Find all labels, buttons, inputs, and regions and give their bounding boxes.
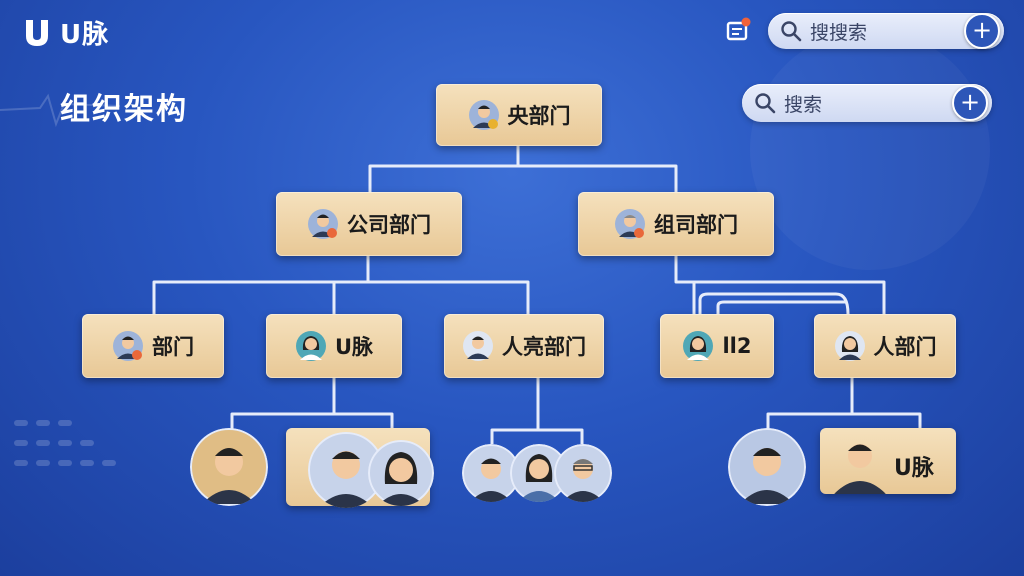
avatar-icon bbox=[615, 209, 645, 239]
u-logo-icon bbox=[26, 19, 48, 46]
org-node-people-dept[interactable]: 人部门 bbox=[814, 314, 956, 378]
avatar-icon bbox=[683, 331, 714, 361]
org-node-label: 人部门 bbox=[873, 335, 937, 359]
org-node-label: 组司部门 bbox=[654, 213, 738, 237]
member-avatar[interactable] bbox=[190, 428, 268, 506]
member-avatar[interactable] bbox=[554, 444, 612, 502]
avatar-icon bbox=[113, 331, 143, 361]
org-node-umai[interactable]: U脉 bbox=[266, 314, 402, 378]
member-avatar[interactable] bbox=[510, 444, 568, 502]
org-node-label: 部门 bbox=[152, 335, 194, 359]
avatar-icon bbox=[463, 331, 493, 361]
avatar-icon bbox=[468, 100, 499, 130]
app-logo[interactable]: U脉 bbox=[22, 14, 109, 51]
org-node-dept[interactable]: 部门 bbox=[82, 314, 224, 378]
org-node-label: U脉 bbox=[334, 335, 374, 359]
search-icon bbox=[781, 21, 802, 42]
org-node-hr-dept[interactable]: 人亮部门 bbox=[444, 314, 604, 378]
search-icon bbox=[755, 93, 776, 114]
org-node-group-dept[interactable]: 组司部门 bbox=[578, 192, 774, 256]
org-node-label: 公司部门 bbox=[347, 213, 431, 237]
plus-icon: + bbox=[971, 16, 993, 44]
org-node-root[interactable]: 央部门 bbox=[436, 84, 602, 146]
top-search-bar[interactable]: 搜搜索 + bbox=[768, 13, 1004, 49]
plus-icon: + bbox=[959, 88, 981, 116]
main-search-input[interactable]: 搜索 bbox=[784, 93, 823, 116]
org-node-company-dept[interactable]: 公司部门 bbox=[276, 192, 462, 256]
member-avatar[interactable] bbox=[728, 428, 806, 506]
avatar-icon bbox=[308, 209, 338, 239]
add-button-main[interactable]: + bbox=[952, 85, 988, 121]
member-card[interactable] bbox=[820, 428, 956, 494]
org-node-label: 人亮部门 bbox=[502, 335, 586, 359]
org-node-label: 央部门 bbox=[507, 104, 571, 128]
avatar-icon bbox=[834, 331, 865, 361]
member-avatar[interactable] bbox=[308, 432, 384, 508]
org-node-ll2[interactable]: ll2 bbox=[660, 314, 774, 378]
member-avatar bbox=[834, 444, 886, 494]
top-search-input[interactable]: 搜搜索 bbox=[810, 21, 868, 44]
member-card-label: U脉 bbox=[894, 456, 934, 481]
app-name: U脉 bbox=[60, 20, 110, 50]
member-avatar[interactable] bbox=[462, 444, 520, 502]
avatar-icon bbox=[295, 331, 326, 361]
add-button-top[interactable]: + bbox=[964, 13, 1000, 49]
member-avatar[interactable] bbox=[368, 440, 434, 506]
main-search-bar[interactable]: 搜索 + bbox=[742, 84, 992, 122]
org-node-label: ll2 bbox=[722, 334, 752, 358]
page-title: 组织架构 bbox=[60, 92, 188, 127]
notification-icon[interactable] bbox=[726, 16, 752, 42]
